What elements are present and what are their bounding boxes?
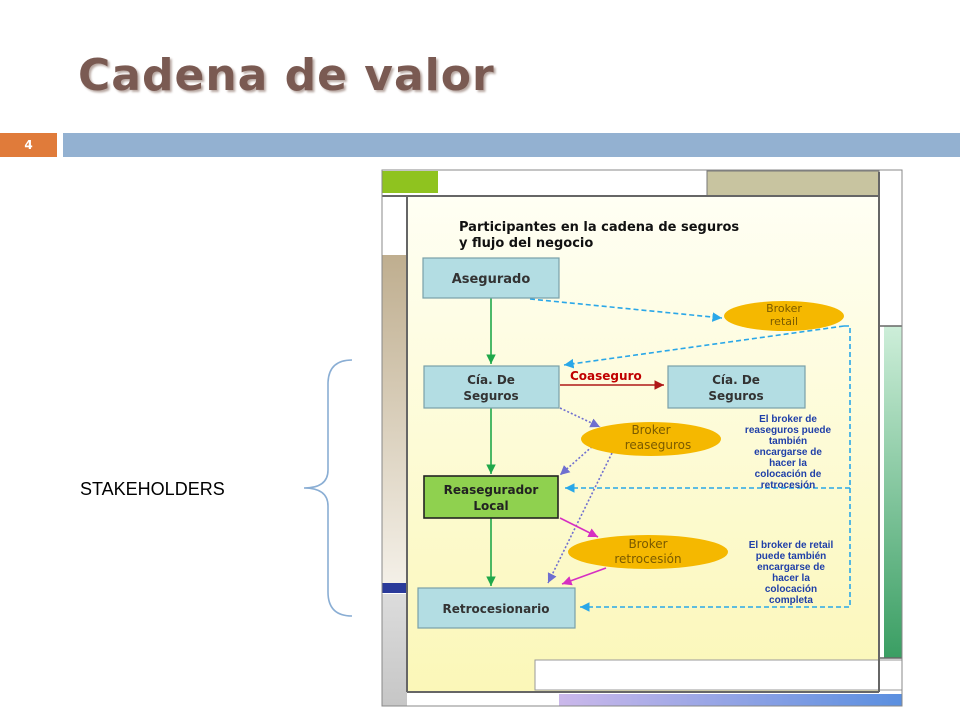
node-cia-seguros: Cía. De Seguros [423, 365, 560, 409]
diagram-heading-line2: y flujo del negocio [459, 236, 593, 251]
arrow-broker-retrocesion-to-retro [561, 567, 607, 586]
node-cia-seguros-coaseguro: Cía. De Seguros [667, 365, 806, 409]
node-broker-reaseguros: Broker reaseguros [581, 422, 721, 456]
svg-text:encargarse de: encargarse de [757, 562, 825, 573]
stakeholders-brace [303, 359, 353, 617]
svg-text:Retrocesionario: Retrocesionario [443, 602, 550, 616]
svg-text:retrocesión: retrocesión [614, 552, 681, 566]
svg-text:Broker: Broker [766, 302, 802, 315]
svg-text:Cía. De: Cía. De [712, 373, 760, 387]
svg-text:puede también: puede también [756, 551, 827, 562]
svg-text:Broker: Broker [631, 423, 670, 437]
svg-text:completa: completa [769, 595, 813, 606]
svg-text:colocación: colocación [765, 584, 817, 595]
slide-number: 4 [0, 133, 57, 157]
stakeholders-label: STAKEHOLDERS [80, 479, 225, 499]
svg-text:El broker de retail: El broker de retail [749, 540, 834, 551]
arrow-broker-reaseguros-to-retro [547, 452, 613, 584]
note-broker-reaseguros: El broker de reaseguros puede también en… [745, 414, 832, 491]
svg-text:colocación de: colocación de [755, 469, 822, 480]
arrow-cia-to-broker-reaseguros [559, 407, 601, 428]
slide-title: Cadena de valor [78, 50, 495, 101]
svg-text:Seguros: Seguros [708, 389, 763, 403]
svg-text:retrocesión: retrocesión [761, 480, 815, 491]
svg-text:reaseguros puede: reaseguros puede [745, 425, 832, 436]
diagram-heading-line1: Participantes en la cadena de seguros [459, 220, 739, 235]
node-retrocesionario: Retrocesionario [417, 587, 576, 629]
svg-text:Local: Local [473, 499, 508, 513]
dashed-retail-return [580, 325, 851, 612]
svg-text:Seguros: Seguros [463, 389, 518, 403]
svg-text:Cía. De: Cía. De [467, 373, 515, 387]
node-broker-retrocesion: Broker retrocesión [568, 535, 728, 569]
svg-text:Asegurado: Asegurado [452, 272, 531, 287]
svg-text:Reasegurador: Reasegurador [444, 483, 539, 497]
arrow-asegurado-to-broker-retail [529, 298, 723, 322]
svg-text:reaseguros: reaseguros [625, 438, 692, 452]
svg-text:encargarse de: encargarse de [754, 447, 822, 458]
svg-text:hacer la: hacer la [772, 573, 810, 584]
svg-text:hacer la: hacer la [769, 458, 807, 469]
svg-text:también: también [769, 436, 807, 447]
arrow-broker-retail-to-cia [563, 325, 845, 369]
svg-text:retail: retail [770, 315, 798, 328]
coaseguro-label: Coaseguro [570, 369, 642, 383]
arrow-reasegurador-to-broker-retrocesion [559, 517, 599, 538]
node-broker-retail: Broker retail [724, 301, 844, 331]
node-asegurado: Asegurado [422, 257, 560, 299]
svg-text:El broker de: El broker de [759, 414, 817, 425]
node-reasegurador-local: Reasegurador Local [423, 475, 559, 519]
header-bar [63, 133, 960, 157]
svg-text:Broker: Broker [628, 537, 667, 551]
connectors [486, 298, 851, 612]
note-broker-retail: El broker de retail puede también encarg… [749, 540, 834, 606]
